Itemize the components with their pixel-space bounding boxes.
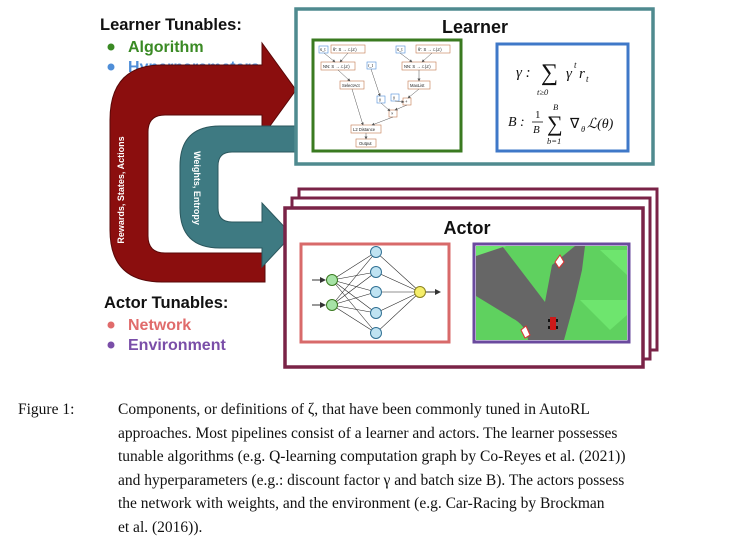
caption-line: and hyperparameters (e.g.: discount fact… [118,471,625,489]
graph-node-label: s_t [397,47,403,52]
formula-box: γ : ∑ t≥0 γ t r t B : 1 B ∑ B b=1 ∇ θ ℒ(… [495,42,630,153]
graph-node-label: Output [359,141,372,146]
nn-edge [331,251,377,306]
nn-edge [331,304,377,314]
graph-node-label: + [405,99,408,104]
gamma-formula-term: γ [566,66,573,82]
network-bullet [107,321,115,329]
nn-node [370,246,382,258]
environment-track [476,246,585,340]
graph-node-label: × [391,111,394,116]
nn-node [326,274,338,286]
nn-edge [331,279,377,293]
nn-edge [331,279,377,334]
environment-box [472,242,631,344]
nn-node [370,307,382,319]
figure-caption: Figure 1: Components, or definitions of … [18,398,738,539]
nn-edge [331,271,377,281]
nn-edge [331,279,377,314]
environment-curb [554,254,565,269]
environment-car-wheel [548,326,550,329]
nn-node [414,286,426,298]
gamma-formula-sum: ∑ [541,60,558,86]
batch-formula-lhs: B : [508,115,525,130]
environment-grass-tile [580,300,627,330]
batch-formula-sum: ∑ [547,111,563,136]
caption-body: Components, or definitions of ζ, that ha… [118,398,738,539]
nn-node [370,327,382,339]
caption-line: the network with weights, and the enviro… [118,495,605,512]
graph-node-label: SelectAct [342,83,361,88]
batch-formula-denominator: B [533,124,540,136]
network-box [299,242,451,344]
gamma-formula-under: t≥0 [537,87,549,97]
batch-formula-nabla: ∇ [569,117,580,132]
gamma-formula-term-sub: t [586,74,589,84]
environment-car-wheel [548,319,550,322]
graph-node-label: MaxList [410,83,425,88]
network-label: Network [128,317,191,334]
learner-title: Learner [442,17,508,37]
graph-node-label: γ [379,97,382,102]
learner-tunables-title: Learner Tunables: [100,16,242,34]
weights-arrow [179,125,301,269]
nn-edge [375,291,421,334]
nn-edge [331,291,377,306]
graph-node [395,45,406,54]
graph-node-label: NN: S → ℒ(ℤ) [323,64,350,69]
weights-arrow-label: Weights, Entropy [192,151,202,225]
graph-node-label: L2 Distance [353,127,376,132]
hyperparameters-bullet [107,63,115,71]
rewards-arrow-label: Rewards, States, Actions [116,136,126,243]
batch-formula-loss: ℒ(θ) [587,117,614,132]
algorithm-bullet [107,43,115,51]
environment-label: Environment [128,337,226,354]
environment-grass-tile [600,250,627,275]
environment-car-wheel [556,319,558,322]
actor-title: Actor [443,218,490,238]
environment-bullet [107,341,115,349]
graph-node [318,45,329,54]
environment-curb [520,325,531,339]
nn-node [326,299,338,311]
graph-node-label: θ': S → ℒ(ℤ) [418,47,442,52]
nn-edge [331,304,377,334]
graph-node [366,61,377,70]
rewards-arrow [109,41,297,283]
graph-node-label: θ': S → ℒ(ℤ) [333,47,357,52]
gamma-formula-term-var: r [579,66,585,82]
batch-formula-under: b=1 [547,136,561,146]
computation-graph: s_t θ': S → ℒ(ℤ) θ': S → ℒ(ℤ) s_t NN: S … [311,38,463,153]
graph-node-label: γ [393,95,396,100]
caption-label: Figure 1: [18,401,75,418]
figure-diagram: Learner Tunables: Algorithm Hyperparamet… [100,7,659,369]
environment-car [550,317,556,330]
nn-edge [331,251,377,281]
caption-line: Components, or definitions of ζ, that ha… [118,401,590,418]
caption-line: tunable algorithms (e.g. Q-learning comp… [118,448,626,465]
caption-line: approaches. Most pipelines consist of a … [118,424,618,442]
nn-edge [331,271,377,306]
caption-line: et al. (2016)). [118,518,203,536]
batch-formula-nabla-sub: θ [581,124,585,134]
nn-edge [375,271,421,293]
gamma-formula-lhs: γ : [516,65,531,81]
graph-node-label: s_t [320,47,326,52]
batch-formula-numerator: 1 [535,109,541,121]
gamma-formula-term-sup: t [574,60,577,70]
nn-edge [375,251,421,293]
graph-node [415,44,451,54]
nn-node [370,286,382,298]
actor-tunables-title: Actor Tunables: [104,294,228,312]
algorithm-label: Algorithm [128,39,204,56]
batch-formula-over: B [553,102,558,112]
graph-node-label: NN: S → ℒ(ℤ) [404,64,431,69]
environment-car-wheel [556,326,558,329]
nn-edge [375,291,421,314]
nn-node [370,266,382,278]
graph-node-label: r_t [368,63,374,68]
